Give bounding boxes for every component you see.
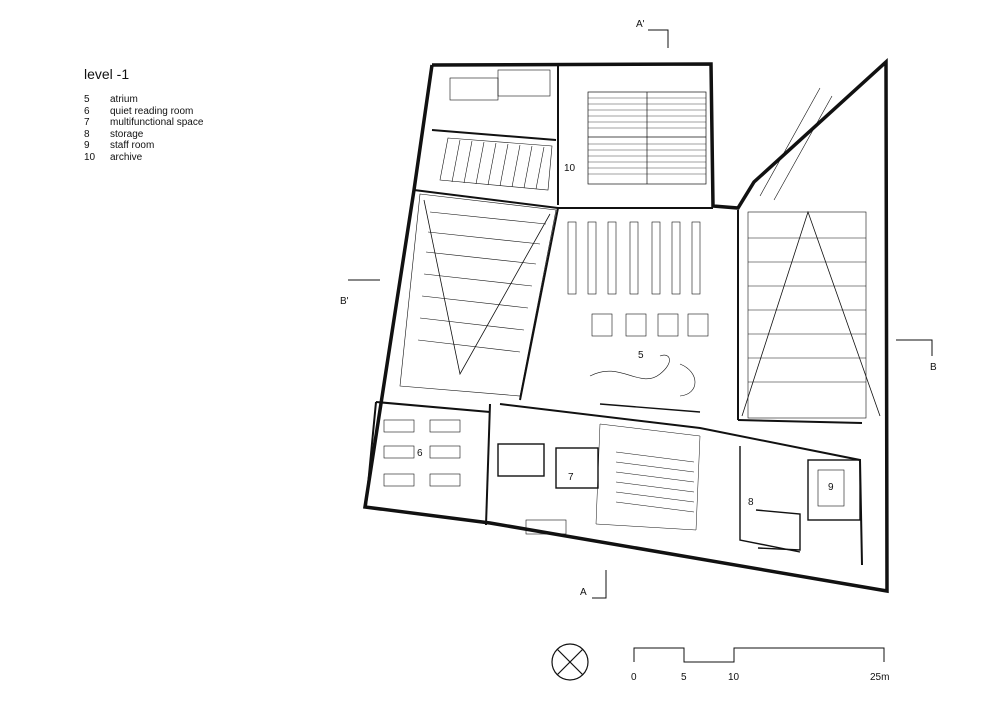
scale-label-0: 0 (631, 672, 637, 683)
exterior-walls (362, 58, 889, 594)
legend-number: 9 (84, 140, 90, 152)
legend-number: 5 (84, 94, 90, 105)
archive-shelving (587, 91, 707, 185)
legend-label: storage (110, 128, 144, 140)
legend-label: atrium (110, 94, 138, 105)
section-label-b-left: B' (340, 296, 349, 307)
reading-tiers-right (741, 87, 881, 419)
section-label-a-bottom: A (580, 587, 587, 598)
legend-number: 7 (84, 117, 90, 129)
section-label-a-top: A' (636, 19, 645, 30)
legend-number: 10 (84, 151, 96, 163)
north-arrow-icon (551, 643, 589, 681)
room-label-7: 7 (568, 472, 574, 483)
atrium-shelves (567, 221, 709, 413)
legend-item: 9 staff room (84, 140, 203, 152)
room-label-10: 10 (564, 163, 576, 174)
legend-label: archive (110, 151, 143, 163)
room-legend: 5 atrium 6 quiet reading room 7 multifuncti… (84, 94, 203, 164)
service-rooms (497, 443, 861, 553)
legend-label: staff room (110, 140, 155, 152)
auditorium-seating (595, 423, 701, 531)
section-markers (348, 29, 933, 599)
legend-item: 10 archive (84, 152, 203, 164)
plan-title: level -1 (84, 66, 130, 82)
scale-label-10: 10 (728, 672, 740, 683)
scale-bar (633, 647, 885, 663)
room-label-9: 9 (828, 482, 834, 493)
legend-label: multifunctional space (110, 117, 204, 129)
legend-item: 5 atrium (84, 94, 203, 106)
room-label-5: 5 (638, 350, 644, 361)
room-label-8: 8 (748, 497, 754, 508)
legend-item: 7 multifunctional space (84, 117, 203, 129)
reading-desks (383, 419, 461, 487)
stairs (439, 69, 553, 191)
room-labels: 10 5 6 7 8 9 (417, 163, 834, 508)
interior-walls (365, 66, 863, 566)
legend-item: 8 storage (84, 129, 203, 141)
legend-label: quiet reading room (110, 105, 194, 117)
section-label-b-right: B (930, 362, 937, 373)
legend-number: 8 (84, 128, 90, 140)
legend-item: 6 quiet reading room (84, 106, 203, 118)
scale-label-25m: 25m (870, 672, 889, 683)
reading-tiers-left (399, 193, 557, 397)
legend-number: 6 (84, 105, 90, 117)
scale-label-5: 5 (681, 672, 687, 683)
room-label-6: 6 (417, 448, 423, 459)
